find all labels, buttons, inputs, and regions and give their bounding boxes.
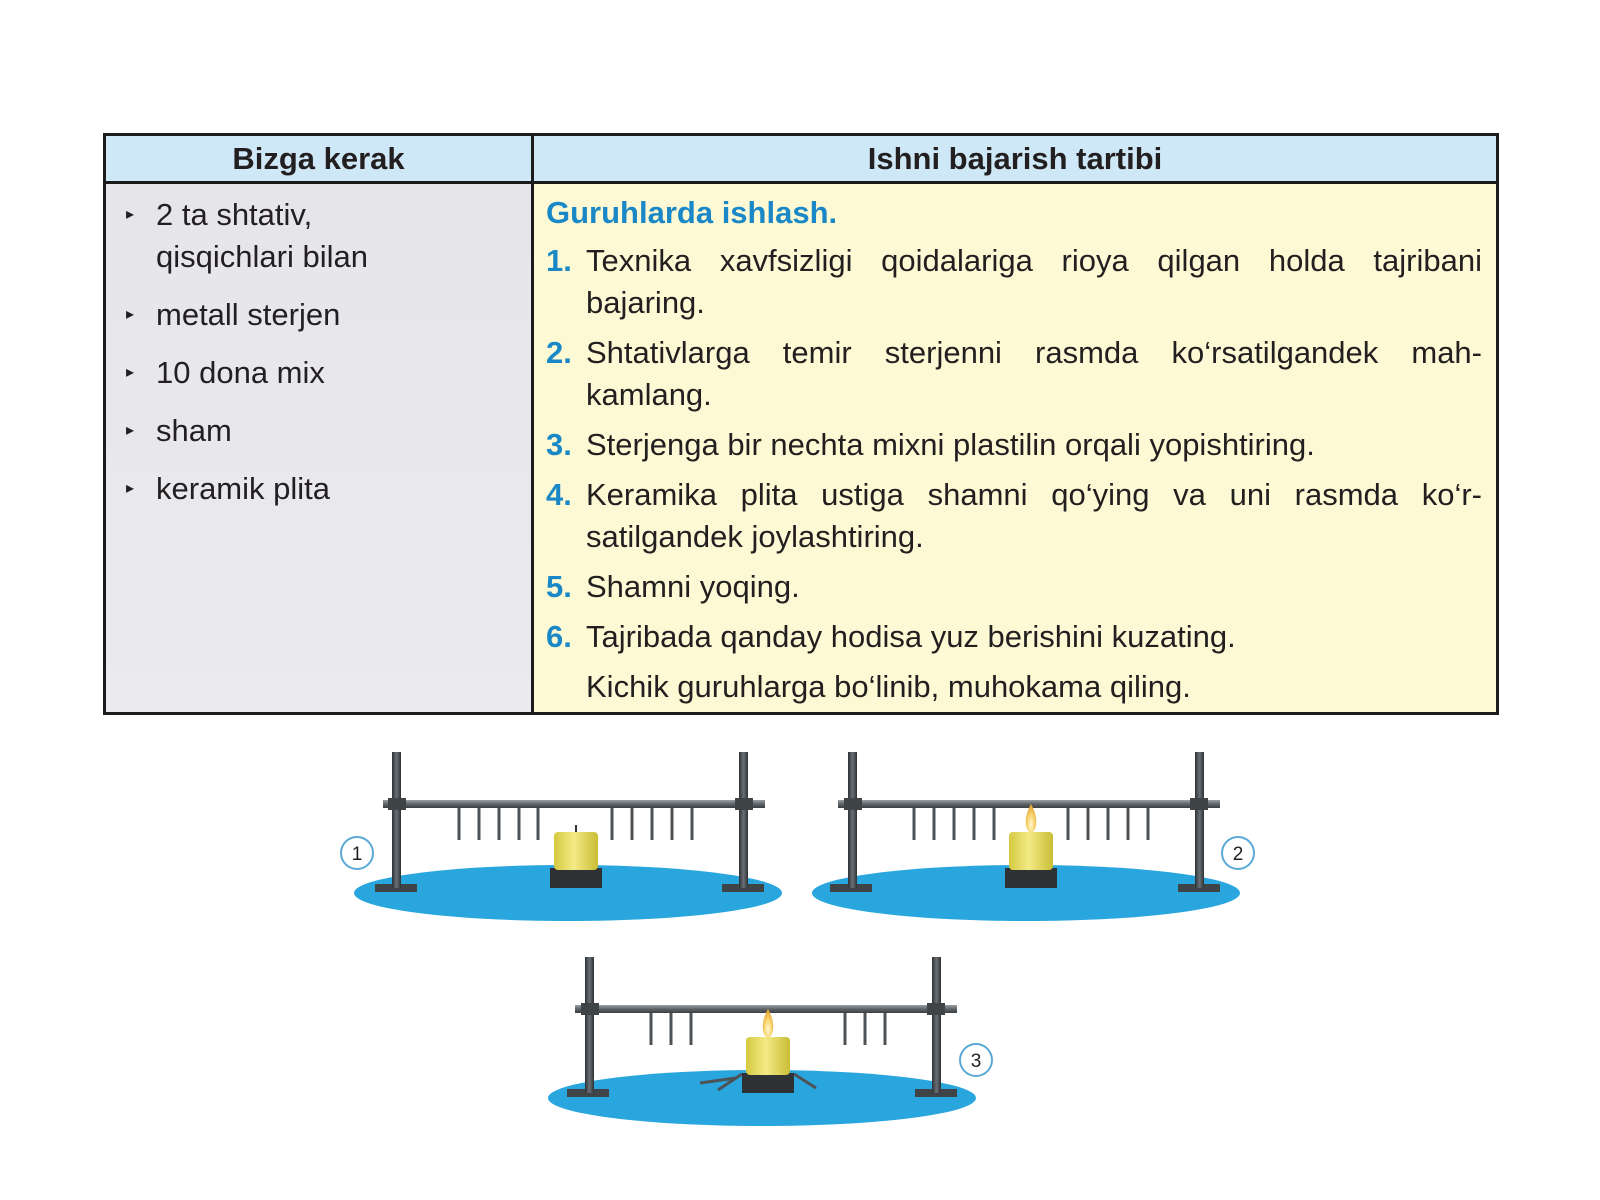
figure-2: 2 — [812, 752, 1255, 921]
procedure-step: 2. Shtativlarga temir sterjenni rasmda ko… — [546, 332, 1482, 416]
figure-3: 3 — [548, 957, 993, 1126]
experiment-illustrations: 1 2 — [340, 752, 1255, 1126]
bullet-arrow-icon: ▸ — [126, 422, 135, 439]
lab-work-table: Bizga kerak Ishni bajarish tartibi ▸ 2 ta… — [103, 133, 1499, 715]
list-item: ▸ keramik plita — [124, 468, 531, 510]
material-label: 10 dona mix — [156, 355, 325, 390]
step-text: Shamni yoqing. — [586, 569, 800, 604]
flame-icon — [762, 1009, 774, 1038]
section-title: Guruhlarda ishlash. — [546, 195, 838, 230]
procedure-header: Ishni bajarish tartibi — [534, 136, 1496, 184]
step-text: Texnika xavfsizligi qoidalariga rioya qi… — [586, 243, 1482, 320]
candle-holder — [550, 868, 602, 888]
step-number: 5. — [546, 569, 572, 604]
materials-header: Bizga kerak — [106, 136, 534, 184]
candle — [554, 832, 598, 870]
stand-pole-right — [739, 752, 748, 888]
materials-list: ▸ 2 ta shtativ, qisqichlari bilan ▸ metall… — [124, 194, 531, 510]
bullet-arrow-icon: ▸ — [126, 206, 135, 223]
ceramic-plate — [812, 865, 1240, 921]
metal-rod — [575, 1005, 957, 1013]
step-text: Sterjenga bir nechta mixni plastilin orq… — [586, 427, 1315, 462]
bullet-arrow-icon: ▸ — [126, 364, 135, 381]
step-number: 6. — [546, 619, 572, 654]
figure-label: 2 — [1233, 844, 1244, 865]
list-item: ▸ sham — [124, 410, 531, 452]
procedure-step: 6. Tajribada qanday hodisa yuz berishini … — [546, 616, 1482, 658]
list-item: ▸ metall sterjen — [124, 294, 531, 336]
step-number: 3. — [546, 427, 572, 462]
bullet-arrow-icon: ▸ — [126, 480, 135, 497]
nails — [457, 808, 694, 840]
materials-cell: ▸ 2 ta shtativ, qisqichlari bilan ▸ metall… — [106, 184, 534, 712]
procedure-step: 4. Keramika plita ustiga shamni qo‘ying v… — [546, 474, 1482, 558]
material-label: sham — [156, 413, 232, 448]
material-label: metall sterjen — [156, 297, 341, 332]
nails — [912, 808, 1150, 840]
step-number: 4. — [546, 477, 572, 512]
step-number: 1. — [546, 243, 572, 278]
step-text: Shtativlarga temir sterjenni rasmda ko‘r… — [586, 335, 1482, 412]
material-label: keramik plita — [156, 471, 330, 506]
figure-label: 1 — [352, 844, 363, 865]
nails — [649, 1013, 887, 1045]
procedure-step: 5. Shamni yoqing. — [546, 566, 1482, 608]
list-item: ▸ 2 ta shtativ, qisqichlari bilan — [124, 194, 531, 278]
ceramic-plate — [354, 865, 782, 921]
figure-1: 1 — [340, 752, 782, 921]
fallen-nails — [699, 1072, 817, 1092]
candle — [746, 1037, 790, 1075]
figure-label-circle — [340, 836, 374, 870]
metal-rod — [383, 800, 765, 808]
step-text: Keramika plita ustiga shamni qo‘ying va … — [586, 477, 1482, 554]
stand-pole-right — [1195, 752, 1204, 888]
stand-pole-left — [848, 752, 857, 888]
material-label: 2 ta shtativ, qisqichlari bilan — [156, 197, 368, 274]
stand-pole-right — [932, 957, 941, 1093]
figure-label-circle — [959, 1043, 993, 1077]
stand-pole-left — [585, 957, 594, 1093]
procedure-cell: Guruhlarda ishlash. 1. Texnika xavfsizlig… — [534, 184, 1496, 712]
discussion-note: Kichik guruhlarga bo‘linib, muhokama qil… — [586, 669, 1191, 704]
procedure-step: 3. Sterjenga bir nechta mixni plastilin o… — [546, 424, 1482, 466]
figure-label: 3 — [971, 1051, 982, 1072]
candle — [1009, 832, 1053, 870]
procedure-step: 1. Texnika xavfsizligi qoidalariga rioya … — [546, 240, 1482, 324]
step-text: Tajribada qanday hodisa yuz berishini ku… — [586, 619, 1236, 654]
list-item: ▸ 10 dona mix — [124, 352, 531, 394]
candle-holder — [1005, 868, 1057, 888]
metal-rod — [838, 800, 1220, 808]
ceramic-plate — [548, 1070, 976, 1126]
candle-holder — [742, 1073, 794, 1093]
step-number: 2. — [546, 335, 572, 370]
figure-label-circle — [1221, 836, 1255, 870]
flame-icon — [1025, 804, 1037, 833]
stand-pole-left — [392, 752, 401, 888]
bullet-arrow-icon: ▸ — [126, 306, 135, 323]
